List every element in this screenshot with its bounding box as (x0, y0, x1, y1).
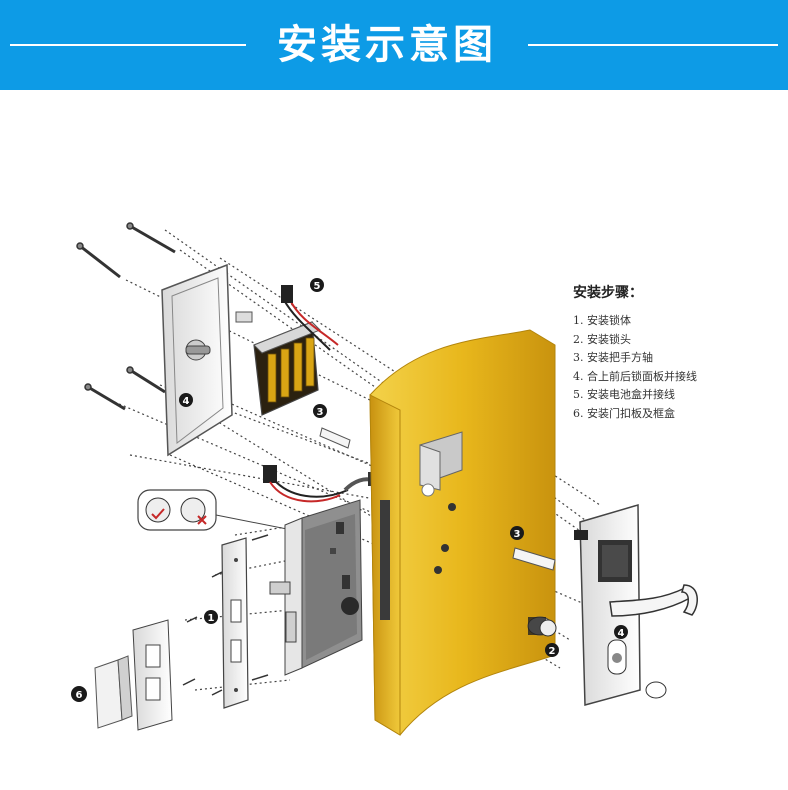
step-item: 3. 安装把手方轴 (573, 351, 653, 364)
step-item: 6. 安装门扣板及框盒 (573, 406, 675, 420)
svg-text:3: 3 (317, 407, 324, 418)
svg-text:4: 4 (183, 396, 190, 407)
step-item: 1. 安装锁体 (573, 314, 631, 327)
callout-badge: 5 (310, 278, 324, 292)
battery-box (253, 285, 339, 416)
lock-cylinder (527, 616, 557, 637)
step-item: 2. 安装锁头 (573, 332, 631, 346)
svg-text:6: 6 (76, 690, 83, 701)
title-banner: 安装示意图 (0, 0, 788, 90)
strike-box (94, 655, 133, 729)
installation-steps: 安装步骤： 1. 安装锁体 2. 安装锁头 3. 安装把手方轴 4. 合上前后锁… (573, 282, 773, 423)
door-leaf (369, 329, 556, 736)
svg-text:2: 2 (549, 646, 556, 657)
steps-title: 安装步骤： (573, 285, 643, 301)
front-panel (574, 504, 698, 706)
step-item: 4. 合上前后锁面板并接线 (573, 369, 697, 383)
strike-plate (132, 619, 173, 731)
callout-badge: 2 (545, 643, 559, 657)
callout-badge: 4 (179, 393, 193, 407)
screws (76, 222, 269, 696)
lock-faceplate (221, 537, 249, 709)
page-title: 安装示意图 (277, 22, 497, 68)
callout-badge: 4 (614, 625, 628, 639)
svg-text:3: 3 (514, 529, 521, 540)
callout-badge: 6 (71, 686, 87, 702)
step-item: 5. 安装电池盒并接线 (573, 388, 675, 401)
mortise-lock-body (269, 499, 363, 676)
banner-divider-left (10, 44, 246, 46)
square-spindle-lower (512, 547, 556, 571)
svg-text:5: 5 (314, 281, 321, 292)
exploded-lock-diagram: 5 3 4 1 3 2 4 6 (71, 222, 698, 736)
banner-divider-right (528, 44, 778, 46)
callout-badge: 3 (510, 526, 524, 540)
back-panel (161, 263, 253, 457)
cylinder-cap (645, 681, 667, 699)
svg-text:4: 4 (618, 628, 625, 639)
square-spindle-upper (319, 427, 351, 449)
rotation-indicator (137, 489, 293, 531)
wire-harness (263, 465, 378, 503)
svg-text:1: 1 (208, 613, 215, 624)
callout-badge: 3 (313, 404, 327, 418)
callout-badge: 1 (204, 610, 218, 624)
